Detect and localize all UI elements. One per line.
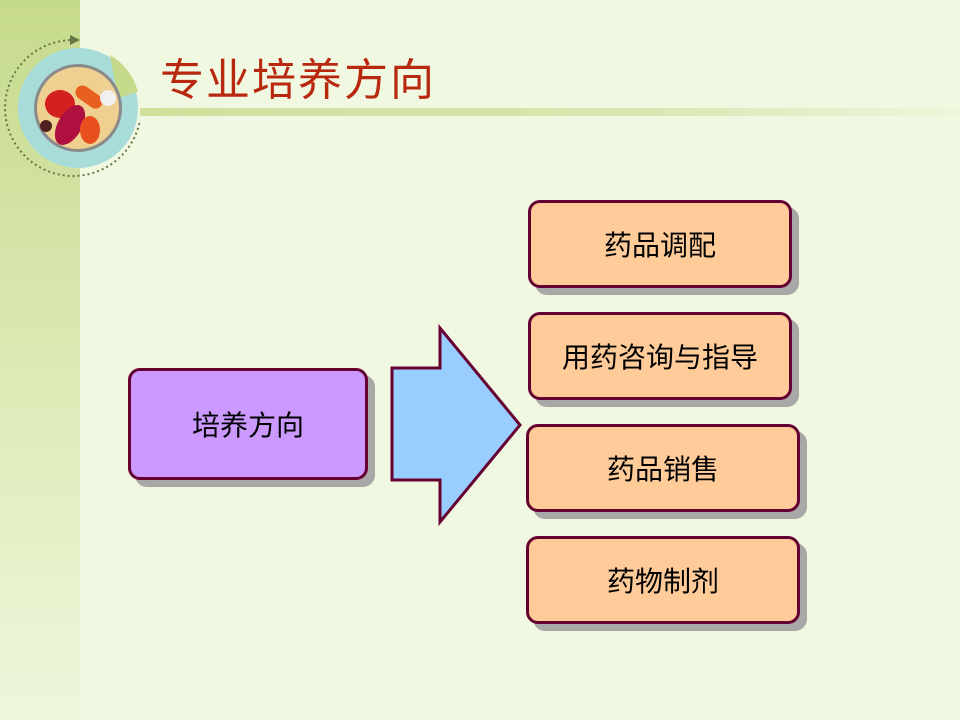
target-box-dispensing: 药品调配 [528,200,792,288]
target-box-consulting: 用药咨询与指导 [528,312,792,400]
right-arrow-icon [390,323,522,527]
source-box: 培养方向 [128,368,368,480]
title-underline-bar [140,108,960,116]
pill-logo-icon [4,35,141,177]
target-box-sales: 药品销售 [526,424,800,512]
target-box-formulation: 药物制剂 [526,536,800,624]
slide-title: 专业培养方向 [160,55,436,106]
